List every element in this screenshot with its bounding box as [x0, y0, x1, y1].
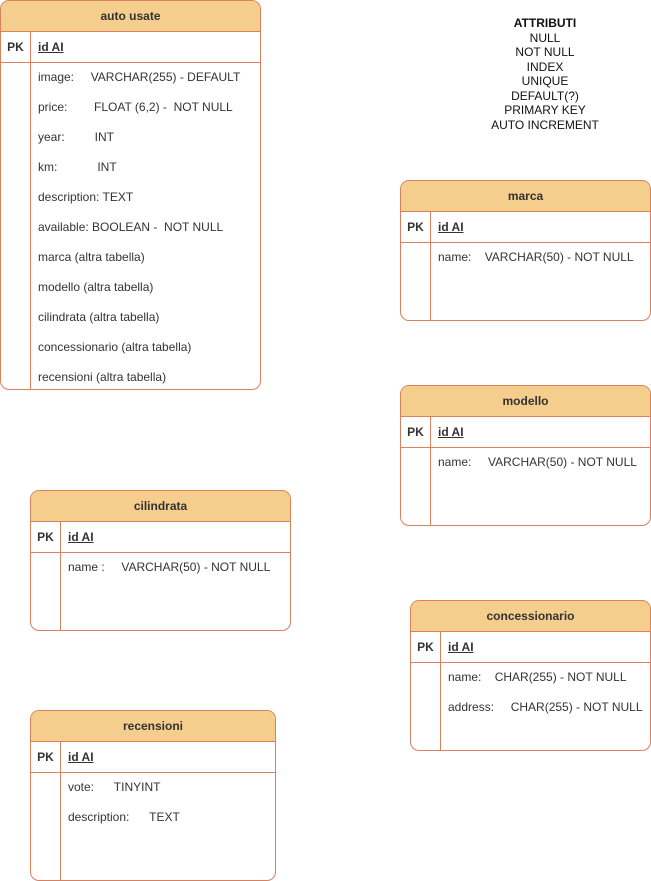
attribute-item: PRIMARY KEY — [504, 103, 586, 117]
pk-label: PK — [1, 32, 31, 62]
table-auto-usate[interactable]: auto usate PK id AI image: VARCHAR(255) … — [0, 0, 261, 390]
field-km: km: INT — [38, 160, 117, 174]
attributes-legend: ATTRIBUTI NULL NOT NULL INDEX UNIQUE DEF… — [470, 16, 620, 132]
pk-row: PK id AI — [31, 742, 275, 773]
table-title: concessionario — [411, 601, 650, 632]
key-column — [401, 447, 431, 525]
pk-field: id AI — [68, 530, 94, 544]
field-name: name: VARCHAR(50) - NOT NULL — [438, 250, 634, 264]
field-name: name: CHAR(255) - NOT NULL — [448, 670, 627, 684]
pk-field: id AI — [38, 40, 64, 54]
fields-section: name: CHAR(255) - NOT NULL address: CHAR… — [411, 662, 650, 750]
field-price: price: FLOAT (6,2) - NOT NULL — [38, 100, 233, 114]
fields-section: name : VARCHAR(50) - NOT NULL — [31, 552, 290, 630]
pk-row: PK id AI — [31, 522, 290, 553]
pk-field: id AI — [448, 640, 474, 654]
fields-section: image: VARCHAR(255) - DEFAULT price: FLO… — [1, 62, 260, 389]
attribute-item: INDEX — [526, 59, 564, 74]
field-available: available: BOOLEAN - NOT NULL — [38, 220, 224, 234]
table-marca[interactable]: marca PK id AI name: VARCHAR(50) - NOT N… — [400, 180, 651, 321]
field-modello: modello (altra tabella) — [38, 280, 154, 294]
key-column — [31, 772, 61, 880]
pk-label: PK — [411, 632, 441, 662]
attribute-item: AUTO INCREMENT — [491, 117, 599, 132]
table-title: recensioni — [31, 711, 275, 742]
field-address: address: CHAR(255) - NOT NULL — [448, 700, 643, 714]
pk-field: id AI — [68, 750, 94, 764]
attribute-item: UNIQUE — [521, 74, 569, 88]
key-column — [31, 552, 61, 630]
pk-row: PK id AI — [401, 417, 650, 448]
pk-field: id AI — [438, 220, 464, 234]
attribute-item: NULL — [529, 30, 561, 45]
field-name: name : VARCHAR(50) - NOT NULL — [68, 560, 271, 574]
key-column — [401, 242, 431, 320]
field-concessionario: concessionario (altra tabella) — [38, 340, 192, 354]
field-image: image: VARCHAR(255) - DEFAULT — [38, 70, 241, 84]
attribute-item: NOT NULL — [515, 45, 575, 59]
field-vote: vote: TINYINT — [68, 780, 161, 794]
pk-row: PK id AI — [1, 32, 260, 63]
key-column — [411, 662, 441, 750]
attributes-title: ATTRIBUTI — [513, 16, 577, 30]
table-modello[interactable]: modello PK id AI name: VARCHAR(50) - NOT… — [400, 385, 651, 526]
table-title: auto usate — [1, 1, 260, 32]
table-title: marca — [401, 181, 650, 212]
table-cilindrata[interactable]: cilindrata PK id AI name : VARCHAR(50) -… — [30, 490, 291, 631]
field-year: year: INT — [38, 130, 115, 144]
pk-label: PK — [401, 417, 431, 447]
pk-label: PK — [401, 212, 431, 242]
pk-label: PK — [31, 522, 61, 552]
table-title: cilindrata — [31, 491, 290, 522]
field-description: description: TEXT — [68, 810, 180, 824]
field-marca: marca (altra tabella) — [38, 250, 145, 264]
field-name: name: VARCHAR(50) - NOT NULL — [438, 455, 637, 469]
key-column — [1, 62, 31, 389]
pk-row: PK id AI — [401, 212, 650, 243]
pk-label: PK — [31, 742, 61, 772]
attribute-item: DEFAULT(?) — [511, 88, 579, 103]
pk-row: PK id AI — [411, 632, 650, 663]
table-recensioni[interactable]: recensioni PK id AI vote: TINYINT descri… — [30, 710, 276, 881]
field-cilindrata: cilindrata (altra tabella) — [38, 310, 160, 324]
fields-section: name: VARCHAR(50) - NOT NULL — [401, 447, 650, 525]
table-title: modello — [401, 386, 650, 417]
fields-section: vote: TINYINT description: TEXT — [31, 772, 275, 880]
table-concessionario[interactable]: concessionario PK id AI name: CHAR(255) … — [410, 600, 651, 751]
field-description: description: TEXT — [38, 190, 134, 204]
pk-field: id AI — [438, 425, 464, 439]
fields-section: name: VARCHAR(50) - NOT NULL — [401, 242, 650, 320]
field-recensioni: recensioni (altra tabella) — [38, 370, 167, 384]
